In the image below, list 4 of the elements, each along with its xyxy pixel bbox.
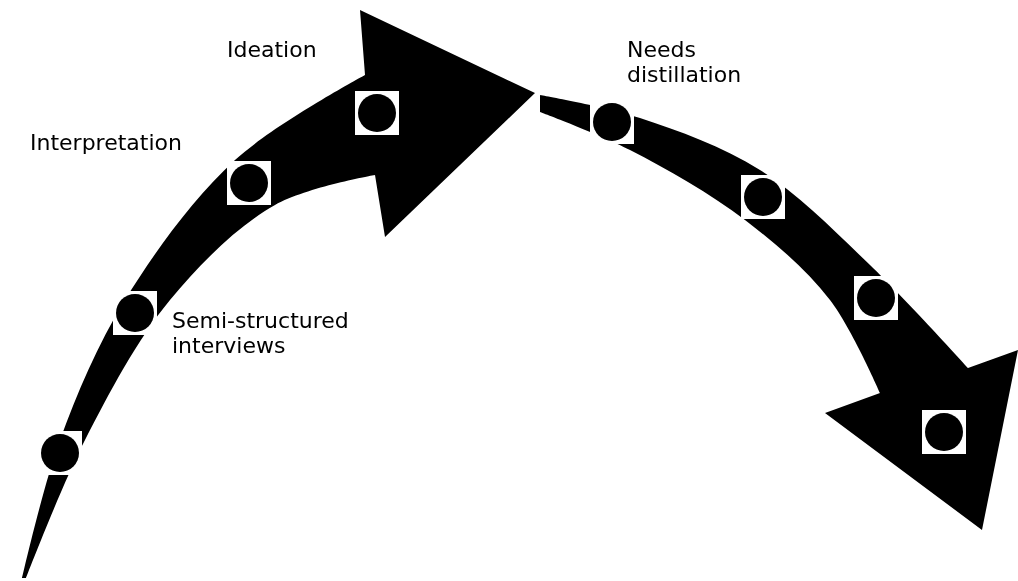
stage-label: Ideation [227,37,318,62]
stage-label: Needs distillation [627,37,743,87]
stage-label: Semi-structured interviews [172,308,350,358]
stage-label: Interpretation [30,130,183,155]
